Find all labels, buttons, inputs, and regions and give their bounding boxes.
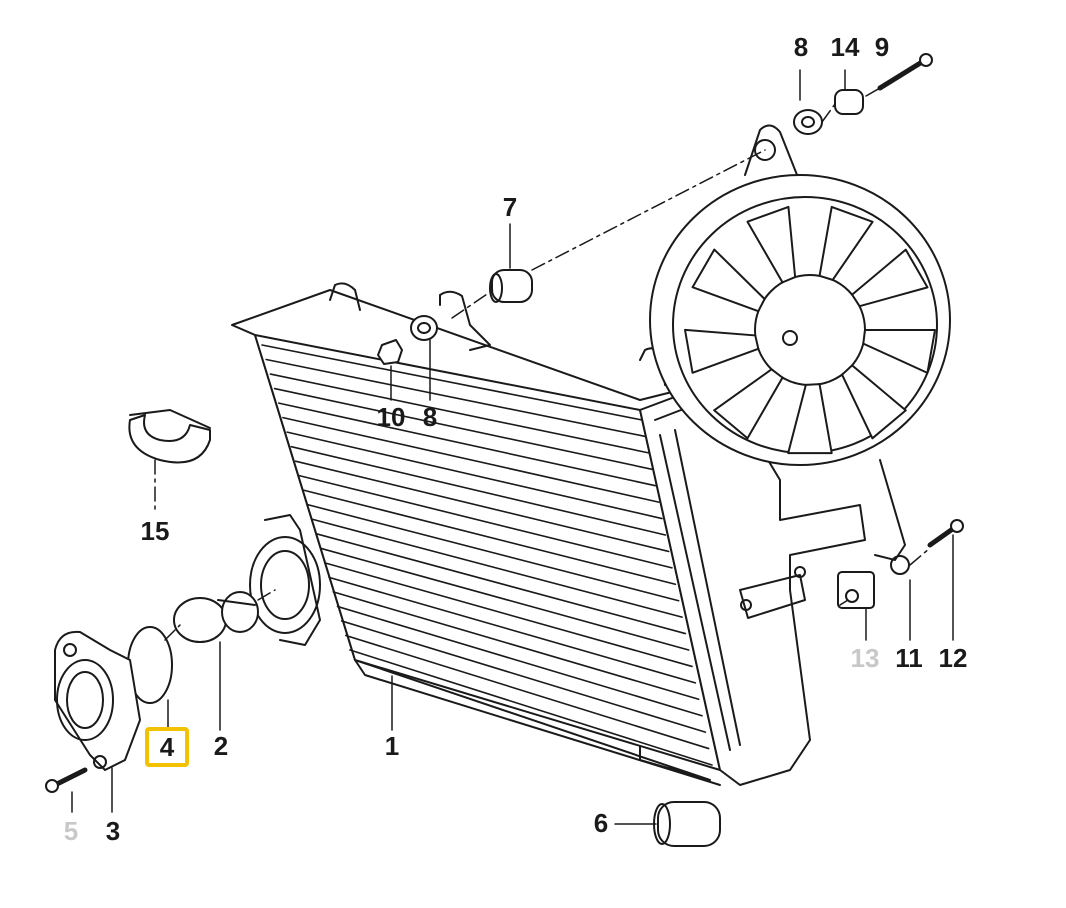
bolt-5 [45, 767, 88, 793]
part-label-1[interactable]: 1 [384, 731, 400, 761]
screw-12 [927, 519, 964, 548]
part-label-14[interactable]: 14 [830, 32, 860, 62]
housing-cover-3 [54, 630, 141, 771]
part-label-12[interactable]: 12 [938, 643, 968, 673]
part-label-4[interactable]: 4 [145, 727, 189, 767]
fan-assembly [649, 124, 951, 575]
part-label-7[interactable]: 7 [502, 192, 518, 222]
part-label-2[interactable]: 2 [213, 731, 229, 761]
nut-10 [377, 339, 403, 365]
part-label-9[interactable]: 9 [874, 32, 890, 62]
bolt-9 [877, 53, 933, 91]
thermostat-2 [173, 591, 259, 643]
part-label-10[interactable]: 10 [376, 402, 406, 432]
bushing-6 [653, 801, 721, 847]
part-label-11[interactable]: 11 [895, 643, 923, 673]
bushing-7 [489, 269, 533, 303]
clip-nut-13 [837, 571, 875, 609]
part-label-8[interactable]: 8 [793, 32, 809, 62]
washer-8-mid [410, 315, 438, 341]
part-label-15[interactable]: 15 [140, 516, 170, 546]
part-label-13[interactable]: 13 [850, 643, 880, 673]
part-label-8[interactable]: 8 [422, 402, 438, 432]
part-label-3[interactable]: 3 [105, 816, 121, 846]
clamp-15 [128, 409, 211, 464]
radiator [231, 282, 866, 786]
washer-8-top [793, 109, 823, 135]
spacer-14 [834, 89, 864, 115]
part-label-5[interactable]: 5 [63, 816, 79, 846]
part-label-6[interactable]: 6 [593, 808, 609, 838]
